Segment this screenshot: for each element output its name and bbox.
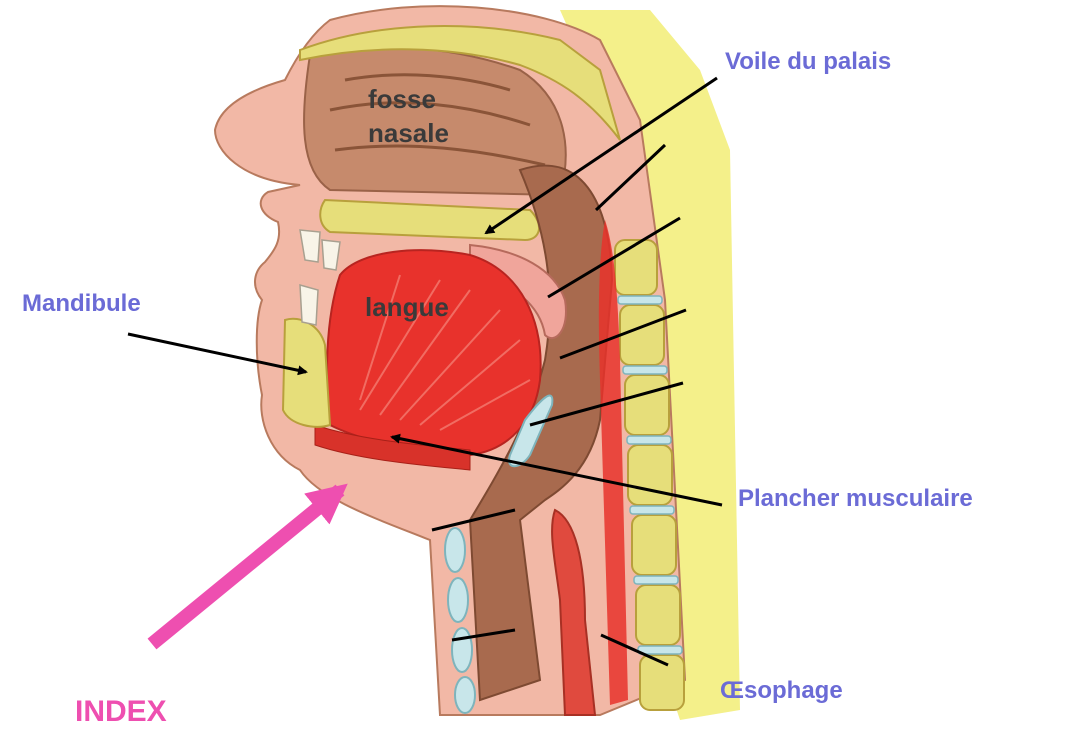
label-plancher-musculaire: Plancher musculaire (738, 485, 973, 513)
arrow-index (152, 490, 340, 644)
lower-teeth (300, 285, 318, 325)
tongue-muscle (327, 250, 541, 455)
label-fosse-line1: fosse (368, 82, 449, 116)
label-langue: langue (365, 290, 449, 324)
label-oesophage: Œsophage (720, 677, 843, 705)
label-fosse-nasale: fosse nasale (368, 82, 449, 150)
label-fosse-line2: nasale (368, 116, 449, 150)
label-mandibule: Mandibule (22, 290, 141, 318)
label-index: INDEX (75, 695, 167, 729)
label-voile-du-palais: Voile du palais (725, 48, 891, 76)
